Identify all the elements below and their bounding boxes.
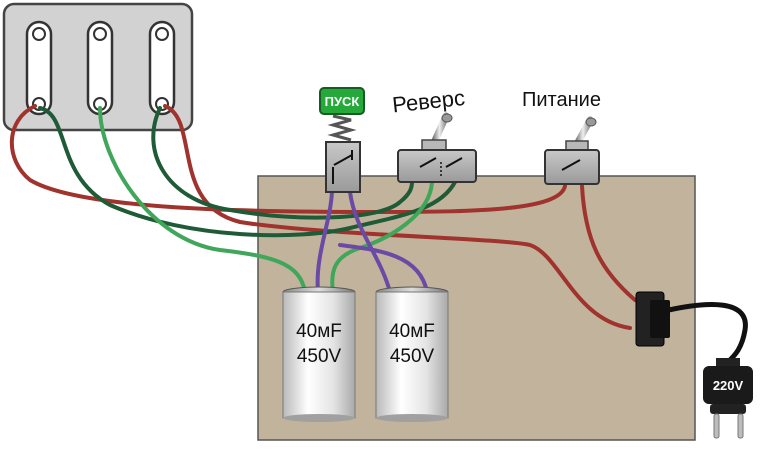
capacitor-2-capacitance: 40мF — [389, 321, 435, 342]
start-button-spring — [327, 114, 357, 142]
power-switch-label: Питание — [522, 89, 601, 111]
capacitor-1-capacitance: 40мF — [296, 321, 342, 342]
reverse-switch[interactable] — [397, 112, 477, 183]
reverse-switch-label: Реверс — [391, 85, 466, 117]
wire-green-1 — [98, 106, 307, 294]
terminal-jumper-1 — [25, 20, 53, 116]
wire-red-2 — [163, 104, 632, 330]
wire-purple-1 — [315, 190, 334, 294]
wire-red-3 — [580, 184, 637, 302]
capacitor-2: 40мF 450V — [375, 286, 449, 422]
power-switch[interactable] — [544, 116, 600, 185]
capacitor-1-voltage: 450V — [297, 346, 342, 367]
wire-dark-green-2 — [151, 106, 414, 220]
wire-purple-2 — [348, 190, 392, 294]
start-button-label: ПУСК — [325, 94, 360, 109]
motor-terminal-block — [2, 2, 194, 132]
start-button[interactable]: ПУСК — [319, 87, 365, 193]
plug-voltage-label: 220V — [713, 378, 744, 393]
board-connector — [635, 291, 670, 347]
wire-purple-3 — [338, 243, 429, 294]
terminal-jumper-3 — [148, 20, 176, 116]
power-plug: 220V — [703, 358, 753, 439]
wire-dark-green-1 — [38, 106, 457, 238]
capacitor-2-voltage: 450V — [390, 346, 435, 367]
capacitor-1: 40мF 450V — [282, 286, 356, 422]
terminal-jumper-2 — [86, 20, 114, 116]
plug-cable — [657, 302, 748, 363]
